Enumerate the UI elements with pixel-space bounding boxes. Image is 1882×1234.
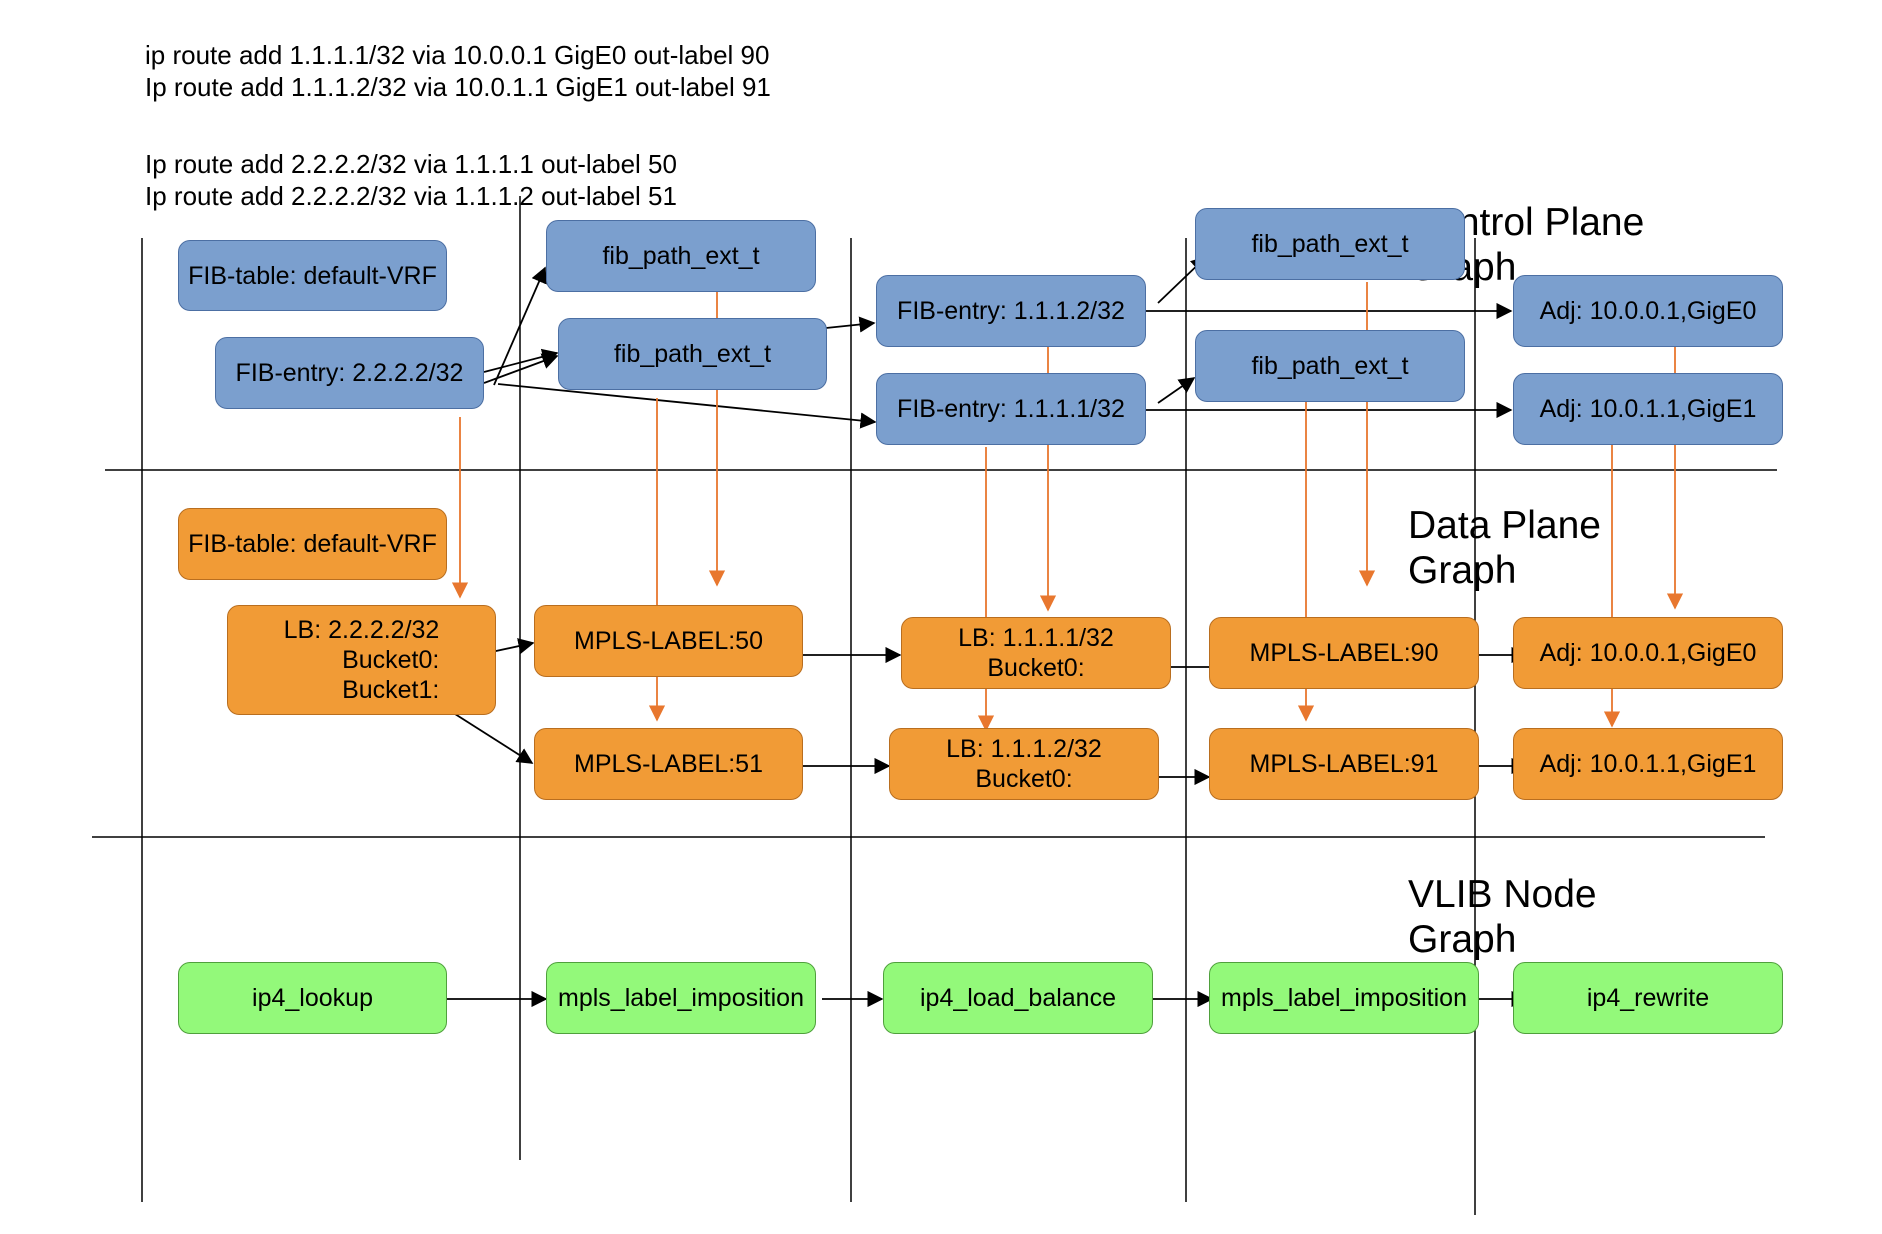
control-fib-entry-1111[interactable]: FIB-entry: 1.1.1.1/32: [876, 373, 1146, 445]
control-fib-table[interactable]: FIB-table: default-VRF: [178, 240, 447, 311]
route-command-2: Ip route add 1.1.1.2/32 via 10.0.1.1 Gig…: [145, 72, 771, 102]
data-mpls-label-91[interactable]: MPLS-LABEL:91: [1209, 728, 1479, 800]
vlib-mpls-label-imposition-2[interactable]: mpls_label_imposition: [1209, 962, 1479, 1034]
control-fib-entry-1112[interactable]: FIB-entry: 1.1.1.2/32: [876, 275, 1146, 347]
vlib-ip4-rewrite[interactable]: ip4_rewrite: [1513, 962, 1783, 1034]
lb-1111-label: LB: 1.1.1.1/32: [958, 624, 1114, 652]
data-mpls-label-51[interactable]: MPLS-LABEL:51: [534, 728, 803, 800]
arrow-fib2222-to-path-a: [493, 266, 547, 386]
data-fib-table[interactable]: FIB-table: default-VRF: [178, 508, 447, 580]
route-command-3: Ip route add 2.2.2.2/32 via 1.1.1.1 out-…: [145, 149, 677, 179]
data-mpls-label-90[interactable]: MPLS-LABEL:90: [1209, 617, 1479, 689]
control-fib-path-ext-c[interactable]: fib_path_ext_t: [1195, 208, 1465, 280]
data-adj-gige0[interactable]: Adj: 10.0.0.1,GigE0: [1513, 617, 1783, 689]
control-adj-gige0[interactable]: Adj: 10.0.0.1,GigE0: [1513, 275, 1783, 347]
lb-2222-label: LB: 2.2.2.2/32: [283, 616, 440, 644]
vlib-ip4-load-balance[interactable]: ip4_load_balance: [883, 962, 1153, 1034]
route-command-4: Ip route add 2.2.2.2/32 via 1.1.1.2 out-…: [145, 181, 677, 211]
lb-1111-bucket0: Bucket0:: [987, 654, 1085, 682]
data-lb-2222[interactable]: LB: 2.2.2.2/32 Bucket0: Bucket1:: [227, 605, 496, 715]
lb-2222-bucket1: Bucket1:: [342, 676, 440, 704]
control-fib-path-ext-b[interactable]: fib_path_ext_t: [558, 318, 827, 390]
arrow-fib2222-to-path-b-2: [483, 353, 559, 384]
vlib-ip4-lookup[interactable]: ip4_lookup: [178, 962, 447, 1034]
data-lb-1112[interactable]: LB: 1.1.1.2/32 Bucket0:: [889, 728, 1159, 800]
control-fib-path-ext-a[interactable]: fib_path_ext_t: [546, 220, 816, 292]
route-command-1: ip route add 1.1.1.1/32 via 10.0.0.1 Gig…: [145, 40, 770, 70]
vlib-mpls-label-imposition-1[interactable]: mpls_label_imposition: [546, 962, 816, 1034]
lb-1112-label: LB: 1.1.1.2/32: [946, 735, 1102, 763]
control-fib-entry-2222[interactable]: FIB-entry: 2.2.2.2/32: [215, 337, 484, 409]
arrow-path-b-to-fib1112: [825, 316, 876, 333]
control-adj-gige1[interactable]: Adj: 10.0.1.1,GigE1: [1513, 373, 1783, 445]
data-lb-1111[interactable]: LB: 1.1.1.1/32 Bucket0:: [901, 617, 1171, 689]
data-plane-title: Data Plane Graph: [1408, 504, 1601, 592]
arrow-fib1111-to-path-d: [1157, 377, 1196, 404]
lb-2222-bucket0: Bucket0:: [342, 646, 440, 674]
data-adj-gige1[interactable]: Adj: 10.0.1.1,GigE1: [1513, 728, 1783, 800]
lb-1112-bucket0: Bucket0:: [975, 765, 1073, 793]
vlib-title: VLIB Node Graph: [1408, 873, 1597, 961]
control-fib-path-ext-d[interactable]: fib_path_ext_t: [1195, 330, 1465, 402]
data-mpls-label-50[interactable]: MPLS-LABEL:50: [534, 605, 803, 677]
arrow-fib2222-to-fib1111: [497, 383, 877, 429]
